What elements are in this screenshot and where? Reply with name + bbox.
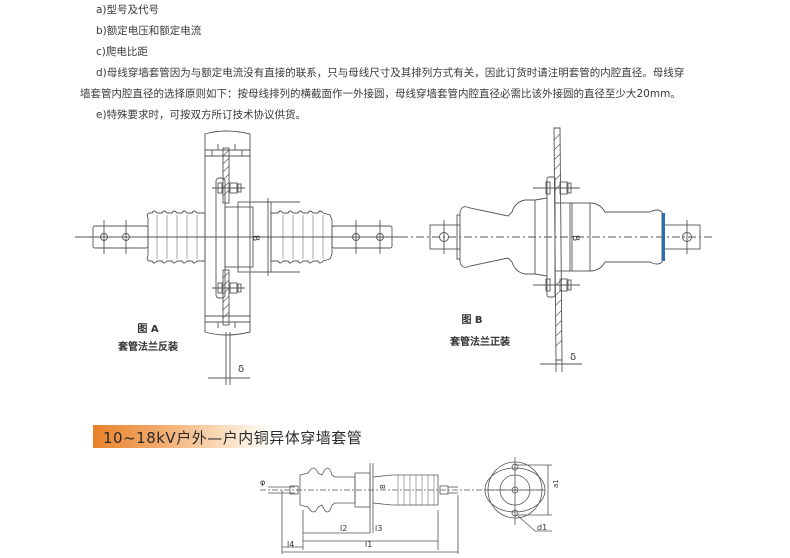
note-e: e)特殊要求时，可按双方所订技术协议供货。 — [96, 109, 307, 121]
note-c: c)爬电比距 — [96, 46, 148, 58]
section-title: 10~18kV户外—户内铜异体穿墙套管 — [103, 429, 363, 447]
dim-l1-label: l1 — [365, 540, 372, 549]
dim-phi-label: φ — [260, 478, 265, 487]
figure-b-caption: 套管法兰正装 — [450, 337, 510, 348]
note-d-continued: 墙套管内腔直径的选择原则如下：按母线排列的横截面作一外接圆，母线穿墙套管内腔直径… — [80, 88, 681, 100]
dim-b-label-b: B — [570, 235, 580, 241]
outdoor-indoor-bushing-drawing: φ l2 l3 l1 l4 B d1 a1 — [260, 457, 560, 554]
figure-b-label: 图 B — [461, 315, 483, 326]
note-d: d)母线穿墙套管因为与额定电流没有直接的联系，只与母线尺寸及其排列方式有关，因此… — [96, 67, 685, 79]
dim-l4-label: l4 — [287, 540, 294, 549]
figure-a-diagram: B δ — [60, 120, 400, 390]
notes-section: a)型号及代号 b)额定电压和额定电流 c)爬电比距 d)母线穿墙套管因为与额定… — [80, 0, 726, 126]
dim-delta-label-b: δ — [570, 352, 576, 363]
figure-a-caption: 套管法兰反装 — [118, 342, 178, 353]
bushing-reverse-flange-drawing: B δ — [75, 130, 400, 385]
figure-c-diagram: φ l2 l3 l1 l4 B d1 a1 — [240, 455, 570, 554]
note-a: a)型号及代号 — [96, 4, 160, 16]
dim-b-label-a: B — [250, 235, 260, 241]
figure-a-label: 图 A — [137, 324, 159, 335]
figure-b-diagram: B δ — [400, 120, 730, 390]
dim-l3-label: l3 — [375, 524, 382, 533]
bushing-normal-flange-drawing: B δ — [400, 127, 715, 372]
dim-l2-label: l2 — [340, 524, 347, 533]
dim-delta-label-a: δ — [238, 364, 244, 375]
note-b: b)额定电压和额定电流 — [96, 25, 202, 37]
blue-accent-band — [662, 213, 665, 261]
dim-a1-label: a1 — [552, 479, 560, 488]
section-banner — [93, 425, 273, 448]
dim-d1-label: d1 — [537, 523, 547, 532]
dim-b-label-c: B — [379, 484, 387, 489]
